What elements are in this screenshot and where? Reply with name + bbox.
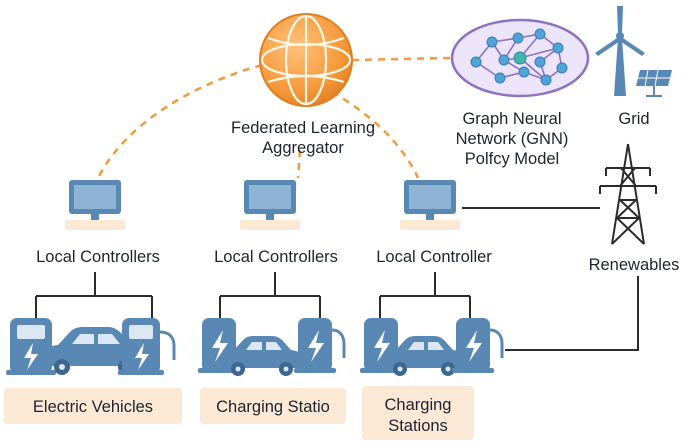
computer-icon bbox=[400, 180, 460, 230]
controller-label-3: Local Controller bbox=[376, 248, 492, 266]
electric-car-icon bbox=[220, 336, 304, 376]
electric-car-icon bbox=[40, 327, 148, 375]
controller-label-2: Local Controllers bbox=[214, 248, 338, 266]
electric-car-icon bbox=[382, 336, 466, 376]
globe-icon bbox=[259, 13, 353, 107]
gnn-label-line3: Polfcy Model bbox=[465, 150, 559, 168]
solar-panel-icon bbox=[636, 69, 672, 97]
transmission-tower-icon bbox=[599, 143, 657, 245]
group-label-2: Charging Statio bbox=[216, 398, 330, 416]
link-aggregator-controller-3 bbox=[331, 90, 420, 179]
charging-station-icon bbox=[294, 318, 346, 373]
computer-icon bbox=[240, 180, 300, 230]
charging-station-icon bbox=[118, 318, 176, 375]
federated-links bbox=[96, 56, 451, 179]
link-aggregator-controller-2 bbox=[296, 149, 302, 179]
group-label-box-3 bbox=[362, 386, 474, 440]
charging-station-icon bbox=[452, 318, 504, 373]
gnn-label-line1: Graph Neural bbox=[462, 110, 561, 128]
renewables-label: Renewables bbox=[589, 256, 680, 274]
controller-label-1: Local Controllers bbox=[36, 248, 160, 266]
charging-stations-group-1 bbox=[198, 318, 346, 376]
aggregator-label-line2: Aggregator bbox=[262, 139, 344, 157]
network-graph-icon bbox=[450, 18, 590, 98]
group-label-box-1 bbox=[4, 388, 182, 424]
gnn-label-line2: Network (GNN) bbox=[456, 130, 569, 148]
group-label-box-2 bbox=[200, 388, 346, 424]
link-renewables-station3 bbox=[505, 276, 639, 351]
wind-turbine-icon bbox=[595, 6, 645, 96]
group-label-3-line2: Stations bbox=[388, 417, 448, 435]
link-aggregator-gnn bbox=[351, 56, 451, 62]
group-label-1: Electric Vehicles bbox=[33, 398, 153, 416]
charging-stations-group-2 bbox=[360, 318, 504, 376]
computer-icon bbox=[65, 180, 125, 230]
group-label-3-line1: Charging bbox=[385, 396, 452, 414]
link-aggregator-controller-1 bbox=[96, 63, 263, 179]
charging-station-icon bbox=[6, 318, 56, 375]
physical-links bbox=[35, 207, 639, 351]
grid-label: Grid bbox=[618, 110, 649, 128]
electric-vehicles-group bbox=[6, 318, 176, 375]
aggregator-label-line1: Federated Learning bbox=[231, 119, 375, 137]
